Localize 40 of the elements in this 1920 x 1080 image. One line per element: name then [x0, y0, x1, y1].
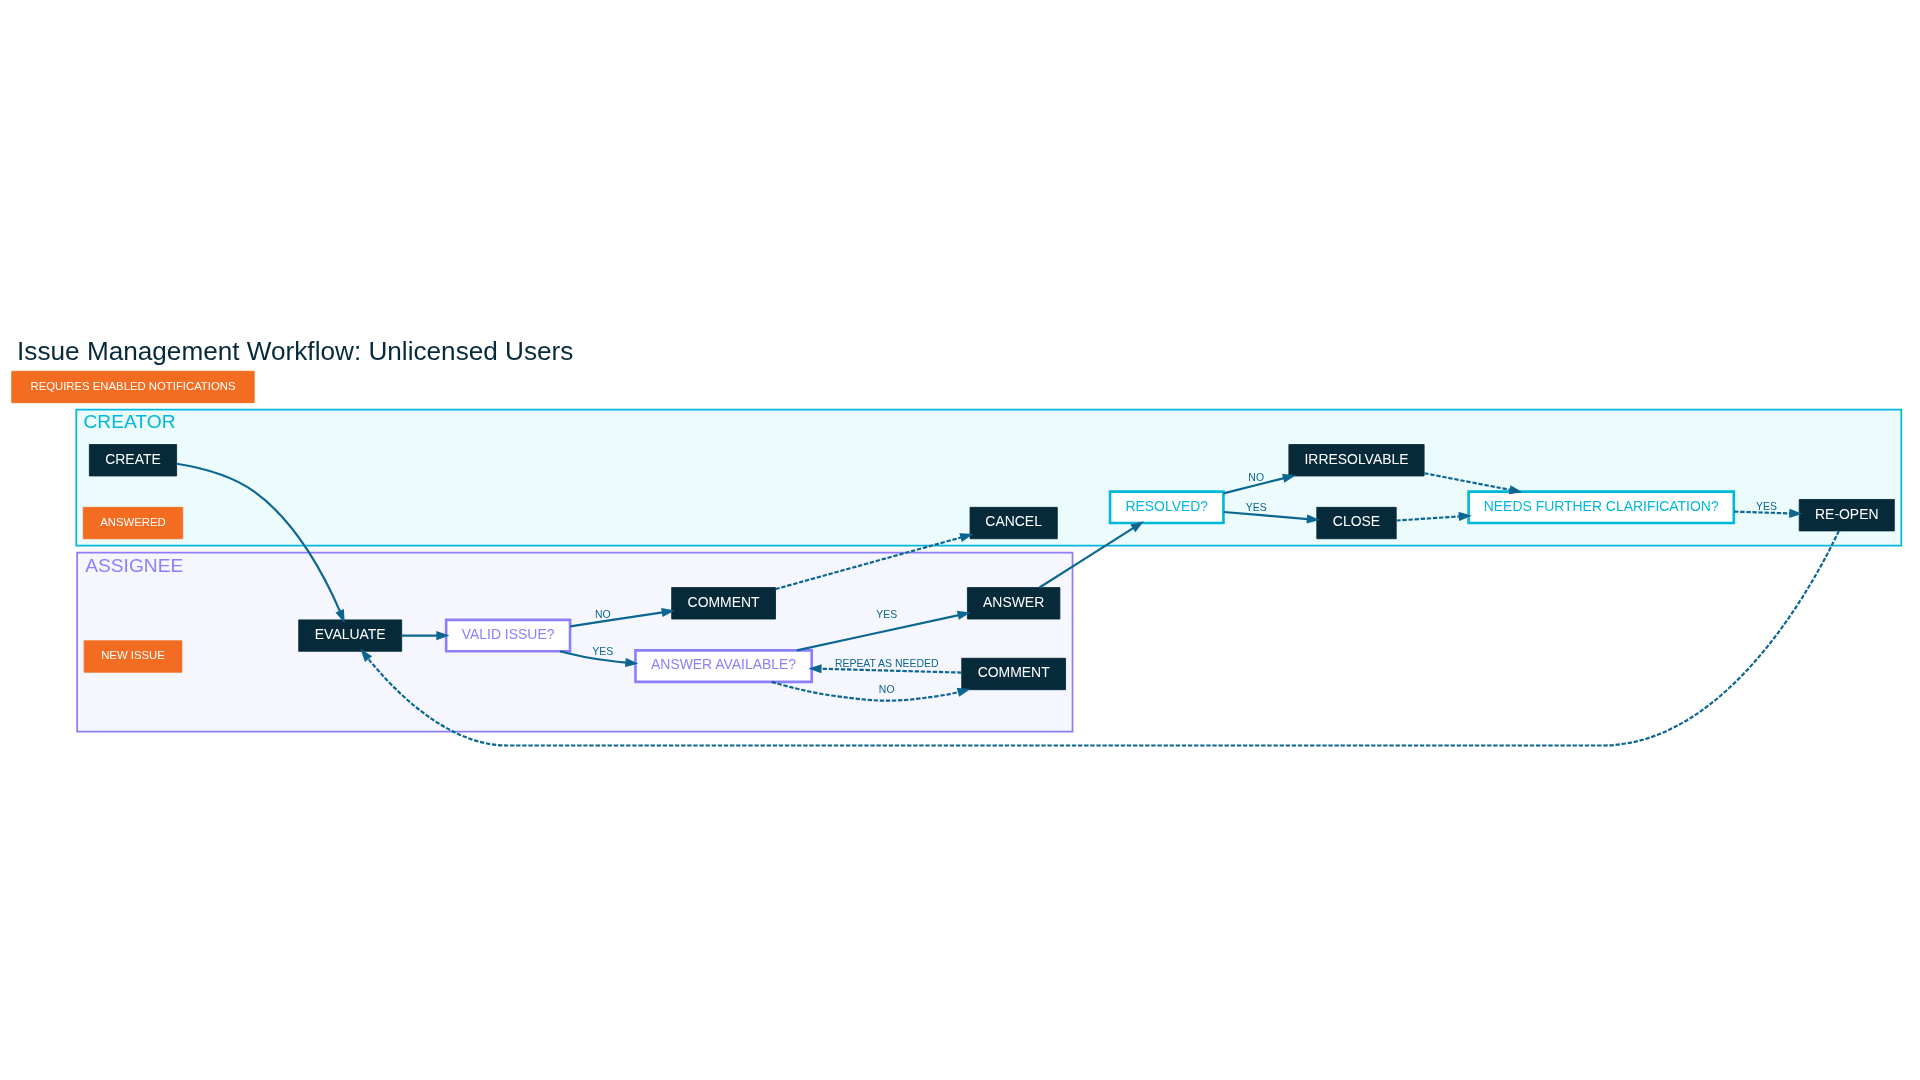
- node-box: CREATE: [88, 443, 178, 476]
- arrow: [771, 680, 971, 702]
- arrow: [176, 462, 345, 623]
- node-box: NEEDS FURTHER CLARIFICATION?: [1467, 489, 1736, 524]
- arrow: [1424, 471, 1523, 494]
- arrow: [1396, 511, 1472, 522]
- node-box: EVALUATE: [298, 618, 403, 652]
- node-box: ANSWER: [967, 586, 1061, 619]
- node-box: VALID ISSUE?: [444, 618, 572, 653]
- edge-label: YES: [592, 645, 614, 657]
- arrow: [559, 649, 639, 667]
- node-box: COMMENT: [961, 657, 1066, 690]
- node-box: RE-OPEN: [1798, 498, 1895, 531]
- node-box: RESOLVED?: [1108, 489, 1225, 524]
- arrow: [796, 610, 971, 651]
- arrow: [401, 630, 450, 640]
- node-box: IRRESOLVABLE: [1288, 443, 1425, 476]
- edge-label: NO: [1248, 471, 1265, 483]
- arrow: [1038, 520, 1144, 588]
- edge-label: NO: [878, 683, 895, 695]
- arrow: [1223, 473, 1296, 494]
- edge-label: YES: [1245, 501, 1267, 513]
- arrow: [775, 532, 974, 590]
- arrow: [808, 663, 962, 674]
- edge-label: REPEAT AS NEEDED: [834, 657, 939, 669]
- node-box: CLOSE: [1316, 506, 1397, 539]
- node-box: COMMENT: [671, 586, 776, 619]
- arrow: [570, 607, 675, 627]
- arrow: [1733, 508, 1803, 518]
- edge-label: YES: [876, 608, 898, 620]
- diagram-title: Issue Management Workflow: Unlicensed Users: [17, 335, 574, 366]
- label: ANSWERED: [100, 515, 166, 528]
- arrow: [360, 530, 1840, 747]
- legend-label: REQUIRES ENABLED NOTIFICATIONS: [30, 379, 236, 392]
- edge-label: YES: [1756, 500, 1777, 512]
- node-box: ANSWER AVAILABLE?: [634, 648, 813, 683]
- arrow: [1223, 510, 1320, 524]
- node-box: CANCEL: [969, 506, 1058, 539]
- label: NEW ISSUE: [101, 648, 165, 661]
- edge-label: NO: [594, 608, 611, 620]
